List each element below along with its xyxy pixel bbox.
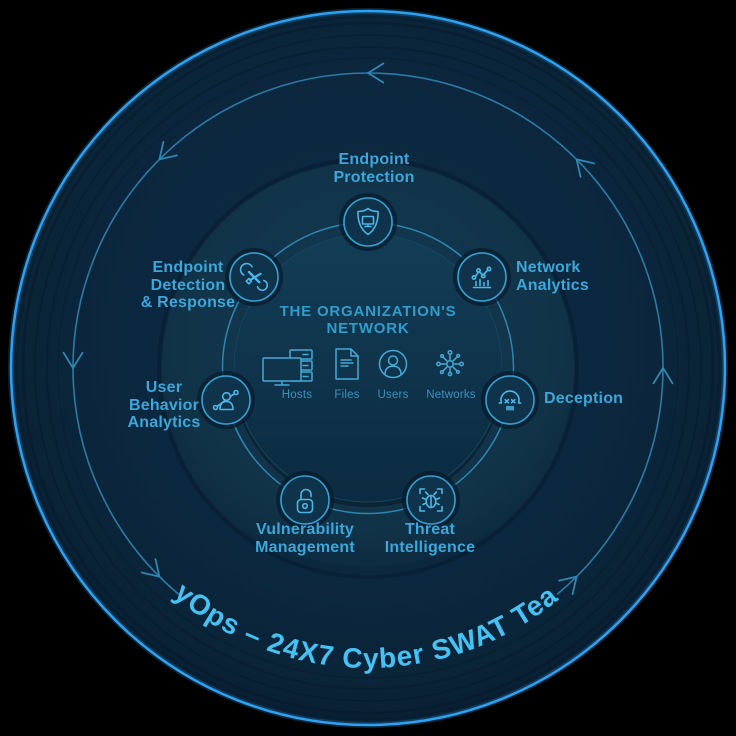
label-endpoint-protection: Endpoint Protection (333, 151, 415, 186)
label-threat-intelligence: Threat Intelligence (384, 521, 476, 556)
label-network-analytics: Network Analytics (516, 259, 589, 294)
flow-arrow-right (652, 367, 674, 385)
flow-arrow-bottom-right (558, 575, 578, 595)
flow-arrow-top (367, 62, 385, 84)
asset-icons (262, 348, 465, 386)
label-user-behavior-analytics: User Behavior Analytics (127, 379, 201, 431)
label-vulnerability-management: Vulnerability Management (255, 521, 355, 556)
flow-ring (62, 62, 674, 595)
flow-arrow-top-left (158, 141, 178, 161)
bug-scan-icon (419, 488, 443, 512)
center-heading-line1: THE ORGANIZATION'S (279, 303, 457, 320)
hosts-icon (262, 349, 313, 386)
analytics-chart-icon (471, 266, 492, 289)
users-icon (378, 349, 408, 379)
node-circle-endpoint-protection (343, 197, 393, 247)
label-endpoint-detection-response: Endpoint Detection & Response (140, 259, 236, 311)
crossed-tools-icon (239, 262, 269, 292)
flow-arrow-left (62, 351, 84, 369)
center-heading-line2: NETWORK (326, 319, 410, 337)
files-icon (335, 348, 359, 380)
networks-icon (436, 349, 465, 377)
asset-label-hosts: Hosts (281, 389, 313, 401)
outer-border-ring (9, 9, 727, 727)
open-lock-icon (296, 488, 314, 514)
concentric-streaks (16, 16, 720, 720)
asset-label-users: Users (377, 389, 409, 401)
center-heading: THE ORGANIZATION'S NETWORK (279, 303, 457, 337)
label-deception: Deception (544, 390, 624, 407)
capability-nodes (197, 193, 539, 529)
node-circle-deception (485, 375, 535, 425)
shield-monitor-icon (357, 207, 379, 236)
glow-disc-shadow (157, 157, 579, 579)
user-trend-icon (212, 389, 239, 411)
asset-label-networks: Networks (426, 389, 476, 401)
flow-arrow-top-right (575, 158, 595, 178)
flow-arrow-bottom-left (141, 558, 161, 578)
skull-icon (498, 390, 522, 411)
asset-label-files: Files (334, 389, 360, 401)
